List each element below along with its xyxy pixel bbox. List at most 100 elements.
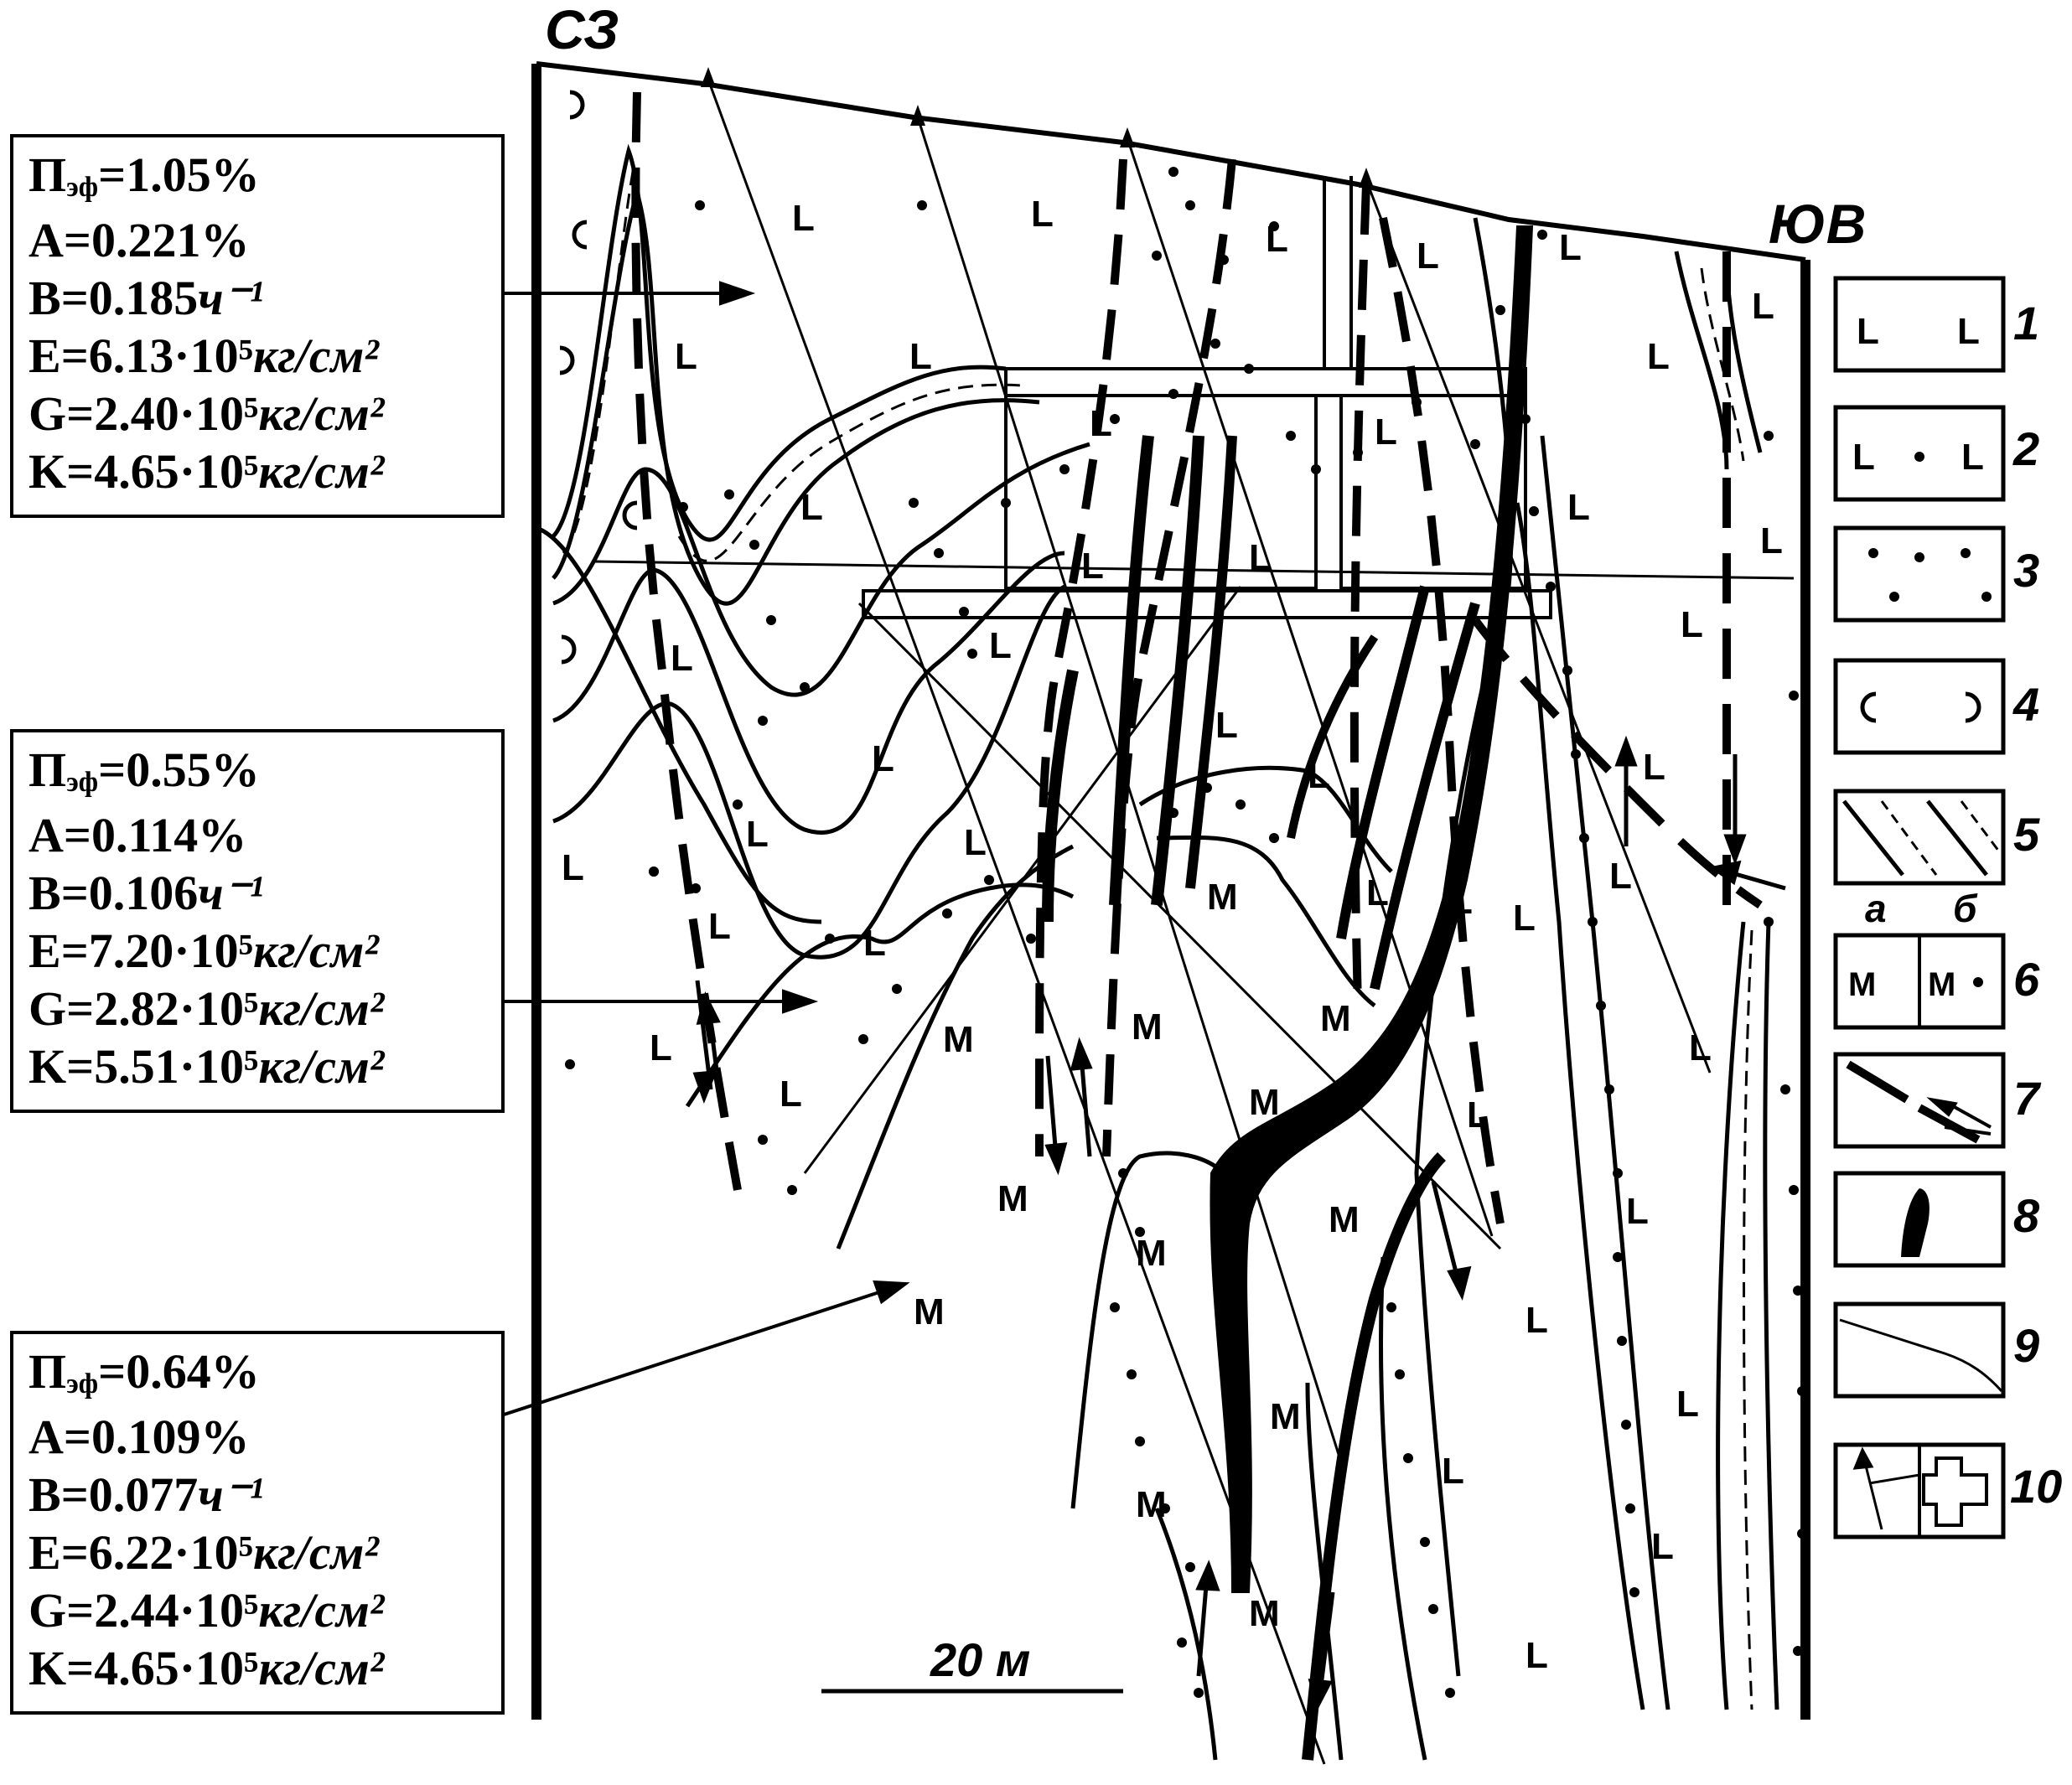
lithology-marks: L L L L L L L L L L L L L L L L L L L L … [562,194,1783,1676]
basalt-mark: L [1375,411,1397,453]
scale-bar: 20 м [821,1633,1123,1694]
basalt-mark: L [964,822,987,863]
param-row: E=6.22·10⁵кг/см² [28,1525,379,1580]
basalt-mark: L [1308,755,1330,796]
basalt-mark: L [863,923,886,964]
param-row: Пэф=0.64% [28,1344,260,1400]
basalt-mark: L [1760,520,1783,561]
folded-layers [536,143,1779,1761]
pointer-arrows [498,281,910,1418]
hatched-layers [562,171,1753,1710]
legend-number: 4 [2012,678,2039,731]
scale-bar-label: 20 м [930,1633,1030,1686]
parameter-box-top: Пэф=1.05% A=0.221% B=0.185ч⁻¹ E=6.13·10⁵… [10,134,505,518]
basalt-mark: L [1031,194,1054,235]
param-row: K=4.65·10⁵кг/см² [28,444,385,499]
M-split-icon: а б M M [1848,887,1983,1003]
basalt-L-icon: L L [1857,311,1980,352]
basalt-mark: L [1526,1300,1548,1341]
metamorphic-mark: M [997,1178,1028,1219]
orientation-left: СЗ [545,0,619,60]
basalt-mark: L [1513,898,1536,939]
param-row: G=2.44·10⁵кг/см² [28,1583,385,1638]
param-row: A=0.114% [28,808,247,862]
svg-text:L: L [1957,311,1980,352]
dotted-zones [565,167,1807,1698]
metamorphic-mark: M [1270,1396,1301,1437]
param-row: B=0.106ч⁻¹ [28,866,264,920]
basalt-mark: L [1567,487,1590,528]
basalt-mark: L [1090,403,1112,444]
adits [862,176,1552,619]
metamorphic-mark: M [1320,998,1351,1039]
metamorphic-mark: M [1136,1233,1167,1274]
param-row: K=5.51·10⁵кг/см² [28,1039,385,1094]
legend-number: 8 [2013,1189,2040,1242]
param-row: A=0.109% [28,1410,250,1464]
boundary-line-icon [1839,1318,2003,1393]
fault-arrow-icon [1846,1060,1992,1144]
param-row: E=7.20·10⁵кг/см² [28,924,379,978]
basalt-mark: L [792,198,815,239]
legend-numbers: 1 2 3 4 5 6 7 8 9 10 [2010,297,2062,1513]
section-frame [531,61,1810,1720]
legend-6-mark-b: M [1928,966,1955,1003]
basalt-mark: L [1651,1526,1674,1567]
basalt-mark: L [909,336,932,377]
black-vein-icon [1901,1188,1930,1257]
basalt-mark: L [675,336,697,377]
legend-number: 2 [2012,422,2039,475]
legend-number: 10 [2010,1460,2062,1513]
legend-6-sub-a: а [1865,887,1887,930]
orientation-right: ЮВ [1769,193,1866,255]
basalt-mark: L [1689,1027,1712,1068]
svg-text:L: L [1961,437,1984,478]
basalt-mark: L [1559,227,1582,268]
legend-symbols: L L L L а б M M [1839,311,2003,1530]
dots-icon [1868,548,1992,602]
metamorphic-mark: M [1207,877,1238,918]
basalt-mark: L [800,487,823,528]
metamorphic-mark: M [1249,1593,1280,1634]
svg-text:L: L [1857,311,1879,352]
slip-arrows [692,735,1786,1711]
metamorphic-mark: M [1132,1006,1163,1048]
borehole-heads [701,67,1374,188]
basalt-mark: L [1442,1451,1464,1492]
faults [631,91,1763,1224]
basalt-mark: L [1526,1635,1548,1676]
black-veins [1042,225,1534,1761]
basalt-mark: L [1081,546,1104,587]
legend-number: 9 [2013,1319,2039,1372]
param-row: Пэф=0.55% [28,742,260,798]
param-row: E=6.13·10⁵кг/см² [28,329,379,383]
legend-6-sub-b: б [1953,887,1978,930]
parameter-box-bottom: Пэф=0.64% A=0.109% B=0.077ч⁻¹ E=6.22·10⁵… [10,1331,505,1715]
basalt-mark: L [989,625,1012,666]
metamorphic-mark: M [1249,1082,1280,1123]
legend-number: 6 [2013,953,2040,1006]
basalt-mark: L [780,1074,802,1115]
hatch-icon [1842,799,2001,877]
basalt-mark: L [872,738,894,779]
param-row: G=2.82·10⁵кг/см² [28,981,385,1036]
param-row: A=0.221% [28,213,250,267]
bracket-marks [559,90,638,665]
basalt-mark: L [1643,747,1665,788]
basalt-mark: L [562,847,584,888]
borehole-cross-icon [1852,1446,1988,1530]
basalt-mark: L [708,906,731,947]
basalt-mark: L [1266,219,1288,260]
basalt-mark: L [1626,1191,1649,1232]
param-row: Пэф=1.05% [28,147,260,203]
param-row: K=4.65·10⁵кг/см² [28,1641,385,1695]
basalt-mark: L [1676,1384,1699,1425]
basalt-mark: L [746,814,769,855]
metamorphic-mark: M [914,1291,945,1332]
param-row: G=2.40·10⁵кг/см² [28,386,385,441]
basalt-mark: L [1681,604,1703,645]
legend [1833,276,2006,1539]
basalt-mark: L [1647,336,1670,377]
basalt-mark: L [1249,537,1272,578]
